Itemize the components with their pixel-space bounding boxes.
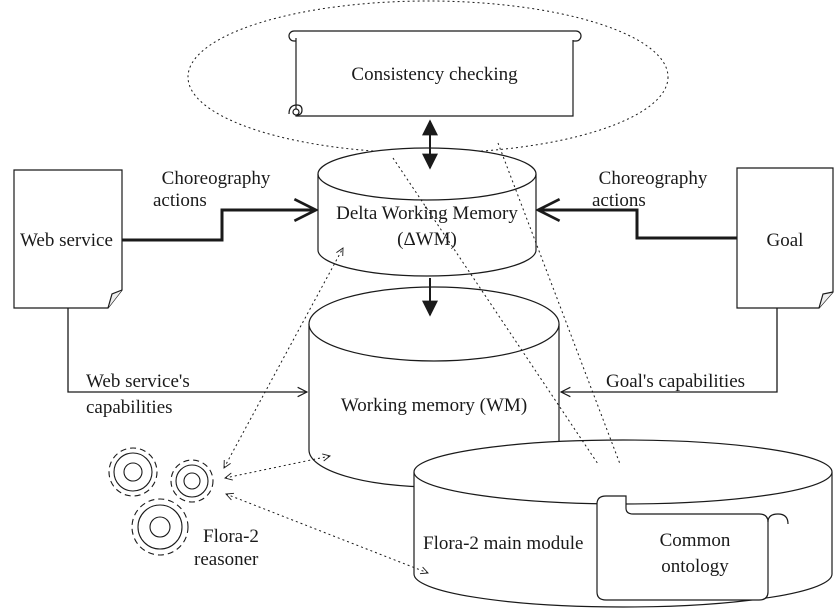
choreography-left-line1: Choreography [161, 168, 271, 189]
reasoner-wm-link [225, 456, 330, 478]
working-memory-label: Working memory (WM) [340, 395, 528, 416]
delta-wm-label-line2: (ΔWM) [397, 229, 457, 250]
reasoner-module-link [226, 494, 428, 573]
choreography-left-line2: actions [153, 190, 207, 211]
common-ontology-label-line1: Common [659, 530, 731, 551]
consistency-scroll-icon [288, 30, 582, 117]
web-service-label: Web service [20, 230, 113, 251]
reasoner-delta-link [224, 248, 343, 468]
common-ontology-scroll-icon [596, 495, 789, 601]
reasoner-label-line1: Flora-2 [203, 526, 259, 547]
goal-label: Goal [766, 230, 804, 251]
goal-document-icon [736, 167, 834, 309]
gears-icon [108, 447, 214, 556]
ws-capabilities-line2: capabilities [86, 397, 173, 418]
delta-wm-cylinder [317, 147, 537, 277]
delta-link-line [392, 157, 599, 465]
ellipse-link-line [497, 142, 621, 465]
web-service-choreography-arrow [122, 210, 316, 242]
ws-capabilities-line1: Web service's [86, 371, 190, 392]
reasoner-label-line2: reasoner [194, 549, 259, 570]
goal-choreography-arrow [538, 210, 737, 240]
main-module-label: Flora-2 main module [423, 533, 584, 554]
delta-wm-label-line1: Delta Working Memory [336, 203, 518, 224]
goal-capabilities-arrow [561, 308, 778, 392]
goal-capabilities-label: Goal's capabilities [606, 371, 746, 392]
choreography-right-line2: actions [592, 190, 646, 211]
choreography-right-line1: Choreography [598, 168, 708, 189]
common-ontology-label-line2: ontology [661, 556, 729, 577]
web-service-document-icon [13, 169, 123, 309]
consistency-checking-label: Consistency checking [351, 64, 518, 85]
